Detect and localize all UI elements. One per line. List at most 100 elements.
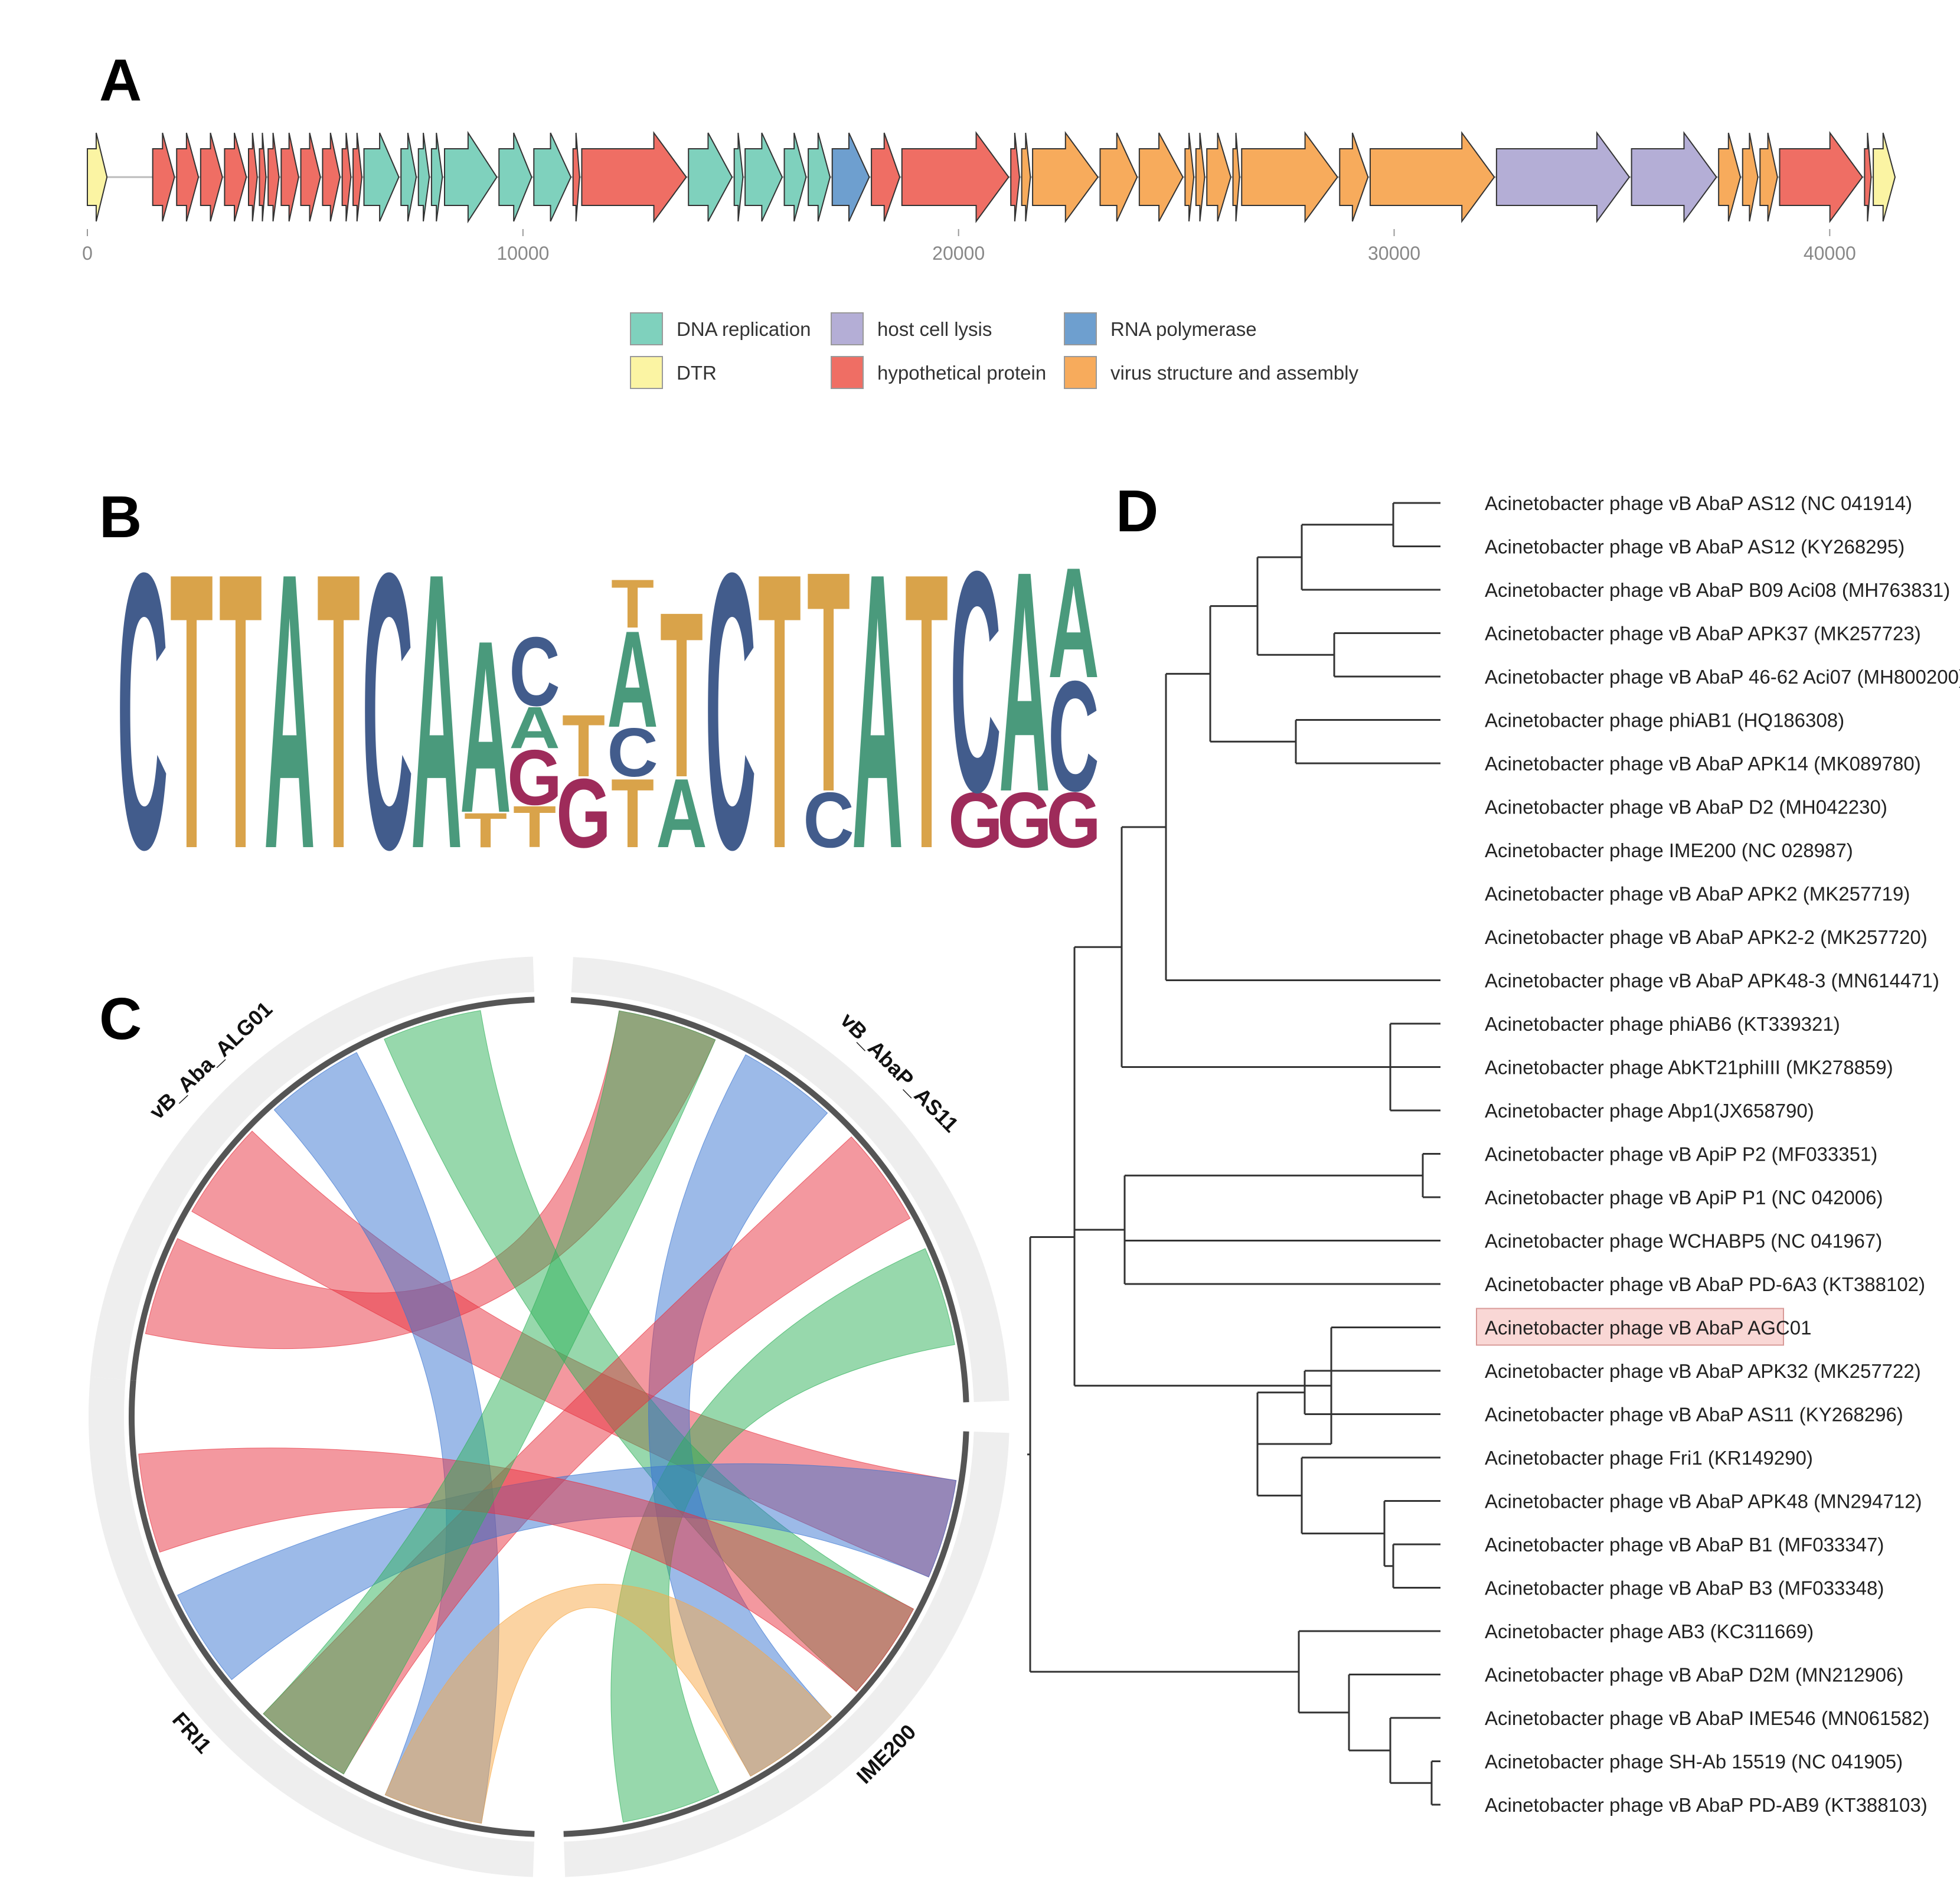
gene-arrows: [87, 130, 1896, 224]
panel-d-letter: D: [1116, 478, 1158, 544]
logo-letter-G: G: [507, 733, 562, 821]
logo-letter-C: C: [509, 616, 560, 726]
logo-letter-T: T: [219, 491, 262, 931]
gene-arrow-43: [1495, 130, 1631, 224]
logo-letter-T: T: [905, 491, 948, 931]
gene-arrow-15: [400, 132, 417, 222]
tree-leaf-label: Acinetobacter phage vB AbaP D2M (MN21290…: [1485, 1664, 1903, 1686]
legend-swatch: [1064, 312, 1097, 345]
logo-letter-C: C: [803, 776, 854, 864]
gene-arrow-46: [1742, 132, 1759, 222]
phylogenetic-tree: Acinetobacter phage vB AbaP AS12 (NC 041…: [1027, 492, 1960, 1816]
circos-segment-band: [564, 1432, 1010, 1877]
logo-letter-C: C: [950, 505, 1001, 857]
gene-arrow-37: [1195, 132, 1206, 222]
gene-arrow-8: [267, 132, 280, 222]
tree-leaf-label: Acinetobacter phage vB AbaP IME546 (MN06…: [1485, 1707, 1929, 1729]
gene-arrow-2: [152, 132, 175, 222]
panel-d-phylogenetic-tree: D Acinetobacter phage vB AbaP AS12 (NC 0…: [1027, 478, 1960, 1816]
logo-letter-G: G: [948, 776, 1003, 864]
gene-arrow-35: [1138, 132, 1184, 222]
gene-arrow-33: [1032, 130, 1099, 224]
gene-arrow-19: [498, 132, 533, 222]
gene-arrow-18: [444, 130, 498, 224]
tree-leaf-label: Acinetobacter phage IME200 (NC 028987): [1485, 839, 1853, 861]
gene-arrow-50: [1873, 132, 1896, 222]
gene-arrow-20: [533, 132, 572, 222]
axis-tick-label: 40000: [1804, 243, 1856, 264]
legend-label: host cell lysis: [877, 318, 992, 340]
legend-label: virus structure and assembly: [1110, 362, 1358, 384]
gene-arrow-9: [280, 132, 299, 222]
tree-leaf-label: Acinetobacter phage vB AbaP B1 (MF033347…: [1485, 1534, 1884, 1556]
gene-arrow-42: [1369, 130, 1495, 224]
panel-b-letter: B: [99, 484, 142, 550]
tree-leaf-label: Acinetobacter phage vB AbaP APK2-2 (MK25…: [1485, 926, 1928, 948]
tree-leaf-label: Acinetobacter phage vB AbaP APK32 (MK257…: [1485, 1360, 1921, 1382]
gene-arrow-12: [341, 132, 352, 222]
gene-arrow-10: [300, 132, 321, 222]
circos-segment-band: [571, 957, 1010, 1402]
gene-arrow-44: [1631, 130, 1717, 224]
tree-leaf-label: Acinetobacter phage vB AbaP APK37 (MK257…: [1485, 623, 1921, 645]
gene-arrow-14: [363, 132, 400, 222]
gene-arrow-47: [1759, 132, 1778, 222]
tree-leaf-label: Acinetobacter phage phiAB1 (HQ186308): [1485, 710, 1844, 731]
legend-label: DNA replication: [677, 318, 811, 340]
logo-letter-T: T: [317, 491, 360, 931]
gene-arrow-13: [352, 132, 362, 222]
gene-arrow-24: [733, 132, 744, 222]
logo-letter-A: A: [852, 491, 903, 931]
gene-arrow-34: [1099, 132, 1138, 222]
tree-leaf-label: Acinetobacter phage vB AbaP APK48 (MN294…: [1485, 1491, 1922, 1512]
logo-letter-A: A: [509, 695, 560, 761]
logo-letter-A: A: [999, 505, 1050, 857]
logo-letter-C: C: [117, 491, 168, 931]
tree-leaf-label: Acinetobacter phage WCHABP5 (NC 041967): [1485, 1230, 1882, 1252]
gene-arrow-30: [901, 130, 1010, 224]
gene-arrow-36: [1184, 132, 1195, 222]
tree-leaf-label: Acinetobacter phage vB AbaP 46-62 Aci07 …: [1485, 666, 1960, 688]
gene-arrow-40: [1241, 130, 1338, 224]
gene-arrow-25: [744, 132, 783, 222]
circos-link: [263, 1010, 716, 1775]
tree-leaf-label: Acinetobacter phage vB AbaP APK2 (MK2577…: [1485, 883, 1910, 905]
tree-leaf-label: Acinetobacter phage vB ApiP P2 (MF033351…: [1485, 1143, 1877, 1165]
gene-arrow-21: [572, 132, 580, 222]
gene-arrow-26: [783, 132, 807, 222]
gene-arrow-16: [417, 132, 430, 222]
logo-letter-C: C: [362, 491, 413, 931]
gene-arrow-22: [581, 130, 687, 224]
circos-link: [384, 1584, 832, 1824]
axis-tick-label: 30000: [1368, 243, 1420, 264]
tree-leaf-label: Acinetobacter phage SH-Ab 15519 (NC 0419…: [1485, 1751, 1903, 1773]
gene-arrow-17: [430, 132, 443, 222]
logo-letter-T: T: [660, 563, 703, 826]
tree-leaf-label: Acinetobacter phage vB AbaP B3 (MF033348…: [1485, 1577, 1884, 1599]
tree-leaf-label: Acinetobacter phage vB AbaP AS12 (KY2682…: [1485, 536, 1905, 558]
gene-arrow-45: [1718, 132, 1742, 222]
logo-letter-T: T: [758, 491, 801, 931]
tree-leaf-label: Acinetobacter phage vB ApiP P1 (NC 04200…: [1485, 1187, 1883, 1208]
logo-letter-T: T: [807, 505, 850, 857]
gene-arrow-41: [1339, 132, 1369, 222]
logo-letter-A: A: [411, 491, 462, 931]
highlight-box: [1476, 1308, 1784, 1346]
logo-letter-T: T: [562, 696, 605, 795]
tree-leaf-label: Acinetobacter phage vB AbaP B09 Aci08 (M…: [1485, 579, 1950, 601]
panel-c-letter: C: [99, 986, 142, 1052]
tree-leaf-label: Acinetobacter phage Abp1(JX658790): [1485, 1100, 1814, 1122]
tree-leaf-label: Acinetobacter phage vB AbaP D2 (MH042230…: [1485, 796, 1887, 818]
circos-link: [177, 1463, 957, 1681]
axis-tick-label: 0: [82, 243, 93, 264]
gene-arrow-7: [259, 132, 267, 222]
circos-link: [610, 1248, 955, 1823]
logo-letter-C: C: [607, 714, 658, 791]
logo-letter-G: G: [556, 758, 611, 868]
circos-segment-band: [90, 956, 534, 1380]
logo-letter-T: T: [513, 794, 556, 860]
